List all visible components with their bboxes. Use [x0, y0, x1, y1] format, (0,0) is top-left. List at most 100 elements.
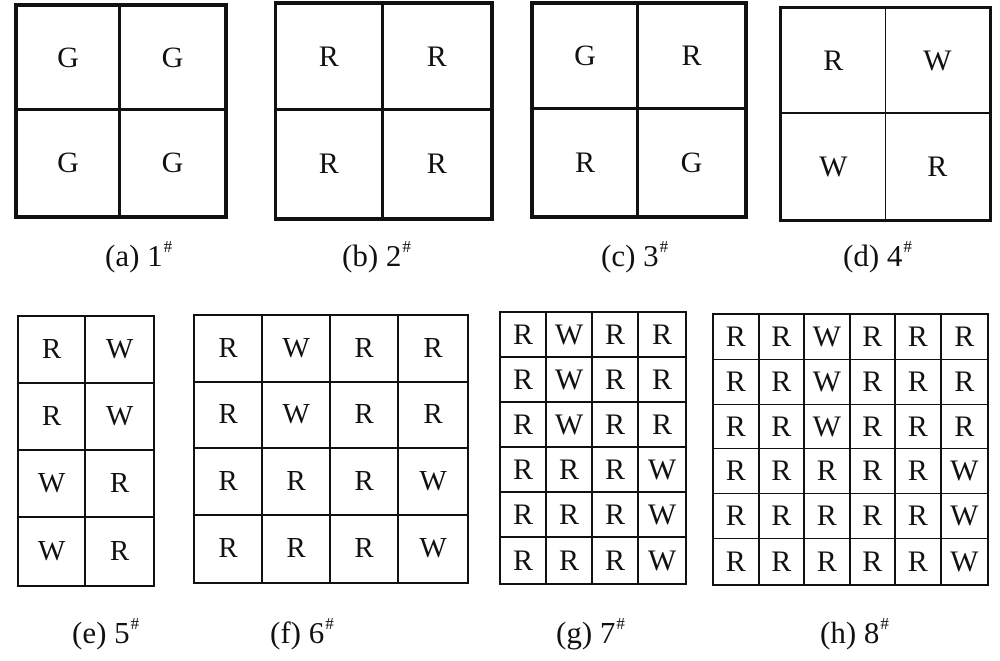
grid-cell: W: [19, 518, 86, 585]
grid-cell: G: [121, 7, 224, 111]
grid-cell: R: [714, 404, 760, 450]
grid-cell: W: [263, 316, 331, 383]
grid-cell: W: [941, 449, 987, 495]
panel-b-caption: (b) 2#: [342, 238, 411, 271]
grid-cell: R: [850, 404, 896, 450]
grid-cell: R: [941, 360, 987, 405]
grid-cell: R: [850, 359, 896, 405]
grid-cell: R: [941, 315, 987, 360]
grid-cell: R: [593, 493, 639, 538]
panel-d-caption: (d) 4#: [843, 238, 912, 271]
grid-cell: R: [195, 316, 263, 383]
grid-cell: R: [639, 5, 744, 110]
grid-cell: R: [896, 359, 942, 405]
grid-cell: R: [501, 313, 547, 358]
grid-cell: R: [399, 316, 467, 383]
grid-cell: R: [383, 5, 490, 111]
grid-cell: R: [277, 111, 384, 217]
grid-cell: R: [547, 538, 593, 583]
caption-text: (a) 1: [105, 238, 163, 273]
grid-cell: W: [639, 493, 685, 538]
grid-cell: R: [850, 494, 896, 540]
grid-cell: W: [805, 359, 851, 405]
grid-cell: R: [534, 110, 639, 215]
caption-text: (g) 7: [556, 615, 616, 650]
grid-cell: R: [195, 449, 263, 516]
grid-cell: R: [399, 383, 467, 449]
grid-cell: R: [593, 313, 639, 358]
grid-cell: R: [109, 535, 130, 567]
grid-cell: R: [850, 449, 896, 495]
caption-superscript: #: [130, 614, 140, 633]
grid-cell: R: [941, 405, 987, 450]
grid-cell: G: [680, 145, 703, 179]
panel-c-caption: (c) 3#: [601, 238, 668, 271]
grid-cell: W: [805, 404, 851, 450]
grid-cell: R: [760, 539, 805, 584]
grid-cell: R: [501, 403, 547, 448]
grid-cell: W: [885, 9, 989, 114]
grid-cell: R: [501, 448, 547, 493]
grid-cell: W: [419, 532, 447, 565]
grid-cell: W: [950, 544, 979, 578]
panel-e-caption: (e) 5#: [72, 615, 139, 648]
grid-cell: R: [277, 5, 384, 111]
caption-superscript: #: [616, 614, 625, 633]
grid-cell: R: [331, 382, 399, 449]
grid-cell: R: [714, 494, 760, 540]
caption-text: (d) 4: [843, 238, 903, 273]
grid-cell: R: [331, 515, 399, 582]
grid-cell: R: [593, 403, 639, 448]
grid-cell: R: [263, 515, 331, 582]
grid-cell: R: [195, 382, 263, 449]
panel-h-caption: (h) 8#: [820, 615, 889, 648]
caption-text: (b) 2: [342, 238, 402, 273]
grid-cell: R: [714, 449, 760, 495]
panel-a-caption: (a) 1#: [105, 238, 172, 271]
panel-f-caption: (f) 6#: [270, 615, 334, 648]
grid-cell: W: [399, 449, 467, 516]
grid-cell: R: [331, 449, 399, 516]
grid-cell: R: [927, 149, 948, 183]
grid-cell: R: [501, 358, 547, 403]
caption-text: (c) 3: [601, 238, 659, 273]
grid-cell: W: [639, 448, 685, 493]
grid-cell: R: [547, 448, 593, 493]
caption-superscript: #: [163, 237, 173, 256]
grid-cell: R: [805, 449, 851, 495]
grid-cell: G: [161, 146, 184, 179]
grid-cell: W: [547, 313, 593, 358]
grid-cell: R: [263, 449, 331, 516]
grid-cell: W: [86, 384, 153, 451]
caption-superscript: #: [402, 237, 411, 256]
grid-cell: R: [593, 538, 639, 583]
grid-cell: R: [501, 493, 547, 538]
caption-text: (e) 5: [72, 615, 130, 650]
grid-cell: W: [941, 494, 987, 540]
grid-cell: R: [759, 359, 805, 405]
grid-cell: R: [593, 358, 639, 403]
grid-cell: R: [896, 539, 942, 584]
grid-cell: R: [639, 358, 685, 403]
grid-cell: W: [86, 317, 153, 384]
grid-cell: W: [782, 114, 886, 219]
grid-cell: W: [805, 315, 851, 360]
caption-superscript: #: [880, 614, 889, 633]
grid-cell: R: [805, 539, 851, 584]
grid-cell: R: [759, 449, 805, 495]
grid-cell: W: [647, 543, 677, 577]
grid-cell: R: [759, 494, 805, 540]
grid-cell: R: [896, 404, 942, 450]
grid-cell: R: [639, 403, 685, 448]
grid-cell: R: [86, 451, 153, 518]
grid-cell: R: [639, 313, 685, 358]
grid-cell: R: [19, 317, 86, 384]
grid-cell: R: [896, 315, 942, 360]
